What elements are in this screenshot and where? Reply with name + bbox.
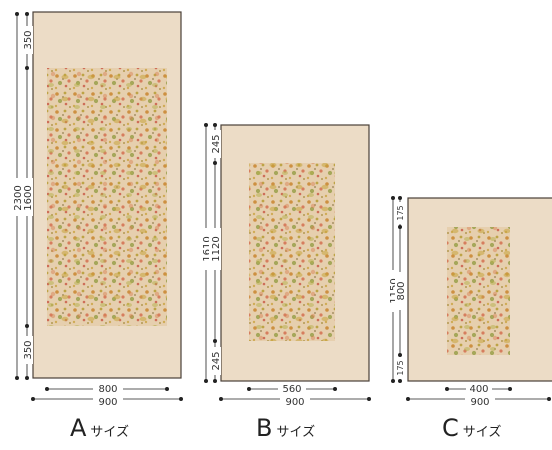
size-c-suffix: サイズ	[462, 425, 502, 440]
size-a-total-height: 2300	[13, 185, 24, 210]
size-b-total-width: 900	[285, 397, 304, 408]
size-b-panel: 1610 245 1120 245 560 900	[197, 123, 371, 408]
size-a-suffix: サイズ	[90, 425, 130, 440]
size-c-inner-height: 800	[396, 281, 407, 300]
size-c-letter: C	[442, 414, 459, 442]
size-b-inner-width: 560	[282, 384, 301, 395]
size-c-total-width: 900	[470, 397, 489, 408]
size-a-total-width: 900	[98, 397, 117, 408]
size-a-bottom-margin: 350	[23, 340, 34, 359]
size-b-total-height: 1610	[202, 236, 213, 261]
size-c-total-height: 1150	[389, 278, 400, 303]
size-a-inner-width: 800	[98, 384, 117, 395]
size-c-top-margin: 175	[396, 205, 405, 220]
size-a-top-margin: 350	[23, 30, 34, 49]
size-b-inner-height: 1120	[211, 236, 222, 261]
size-c-panel: 1150 175 800 175 400 900	[384, 196, 552, 408]
size-c-inner-width: 400	[469, 384, 488, 395]
size-b-suffix: サイズ	[276, 425, 316, 440]
size-b-top-margin: 245	[211, 134, 222, 153]
size-a-inner-height: 1600	[23, 185, 34, 210]
size-c-bottom-margin: 175	[396, 360, 405, 375]
size-a-panel: 2300 350 1600 350 800 900	[8, 11, 183, 408]
size-b-letter: B	[256, 414, 273, 442]
size-b-bottom-margin: 245	[211, 351, 222, 370]
size-a-letter: A	[70, 414, 87, 442]
